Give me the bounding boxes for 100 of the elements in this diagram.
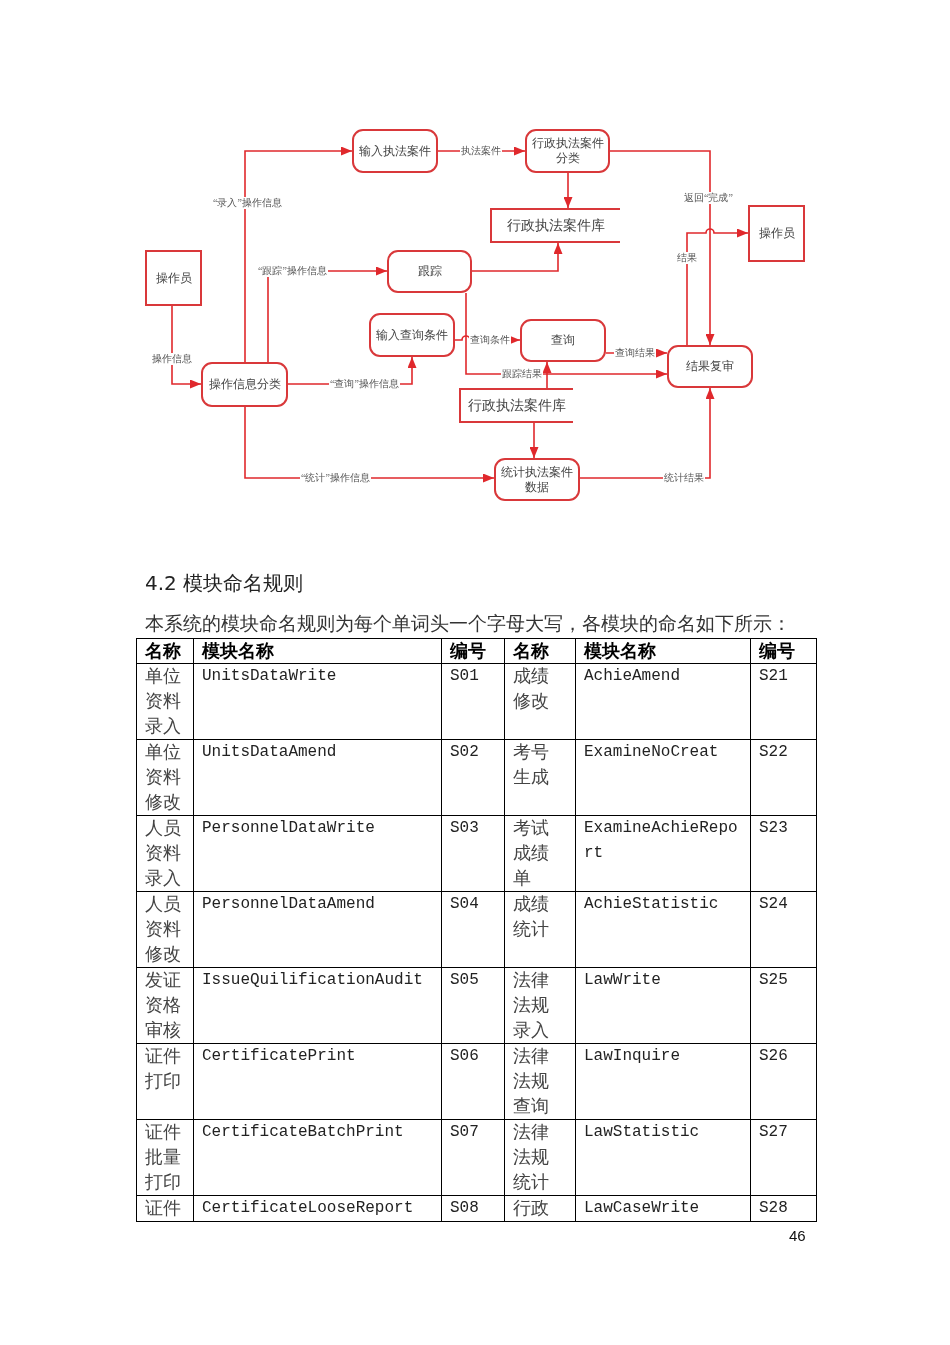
- edge-label: “录入”操作信息: [212, 197, 283, 209]
- table-cell: CertificateBatchPrint: [193, 1119, 442, 1196]
- edge-label: “跟踪”操作信息: [257, 265, 328, 277]
- table-cell: CertificateLooseReport: [193, 1195, 442, 1222]
- header-cell: 名称: [136, 638, 194, 664]
- node-label: 跟踪: [417, 264, 442, 279]
- table-cell: S06: [441, 1043, 505, 1120]
- table-cell: AchieStatistic: [575, 891, 751, 968]
- table-cell: S22: [750, 739, 817, 816]
- table-cell: S21: [750, 663, 817, 740]
- edge-label: 查询条件: [469, 334, 511, 346]
- table-cell: LawWrite: [575, 967, 751, 1044]
- arrow: [244, 146, 353, 363]
- table-cell: 法律法规查询: [504, 1043, 576, 1120]
- table-cell: LawStatistic: [575, 1119, 751, 1196]
- table-cell: PersonnelDataAmend: [193, 891, 442, 968]
- body-text: 本系统的模块命名规则为每个单词头一个字母大写，各模块的命名如下所示：: [145, 613, 791, 636]
- table-cell: S26: [750, 1043, 817, 1120]
- header-cell: 模块名称: [193, 638, 442, 664]
- arrow: [529, 422, 539, 459]
- table-cell: 成绩修改: [504, 663, 576, 740]
- process-box: [369, 313, 455, 357]
- arrow: [609, 150, 715, 346]
- table-cell: UnitsDataWrite: [193, 663, 442, 740]
- table-cell: IssueQuilificationAudit: [193, 967, 442, 1044]
- section-heading: 4.2 模块命名规则: [145, 570, 304, 596]
- table-cell: S04: [441, 891, 505, 968]
- table-cell: S07: [441, 1119, 505, 1196]
- node-label: 输入执法案件: [359, 143, 431, 159]
- table-cell: 证件: [136, 1195, 194, 1222]
- table-cell: 证件打印: [136, 1043, 194, 1120]
- table-cell: UnitsDataAmend: [193, 739, 442, 816]
- data-store: [459, 388, 573, 423]
- process-box: [387, 250, 472, 293]
- node-label: 行政执法案件分类: [531, 136, 604, 166]
- table-cell: S25: [750, 967, 817, 1044]
- table-cell: LawCaseWrite: [575, 1195, 751, 1222]
- table-cell: S27: [750, 1119, 817, 1196]
- header-cell: 模块名称: [575, 638, 751, 664]
- edge-label: 查询结果: [614, 347, 656, 359]
- header-cell: 名称: [504, 638, 576, 664]
- table-cell: 人员资料录入: [136, 815, 194, 892]
- table-cell: 单位资料录入: [136, 663, 194, 740]
- edge-label: 结果: [676, 252, 698, 264]
- node-label: 操作信息分类: [208, 377, 281, 392]
- process-box: [494, 458, 580, 501]
- edge-label: 返回“完成”: [683, 192, 734, 204]
- table-cell: S23: [750, 815, 817, 892]
- table-cell: S01: [441, 663, 505, 740]
- table-cell: 成绩统计: [504, 891, 576, 968]
- node-label: 输入查询条件: [376, 327, 448, 343]
- table-cell: 法律法规统计: [504, 1119, 576, 1196]
- table-cell: PersonnelDataWrite: [193, 815, 442, 892]
- header-cell: 编号: [441, 638, 505, 664]
- arrow: [171, 305, 202, 389]
- table-cell: ExamineNoCreat: [575, 739, 751, 816]
- edge-label: 操作信息: [151, 353, 193, 365]
- edge-label: “统计”操作信息: [300, 472, 371, 484]
- header-cell: 编号: [750, 638, 817, 664]
- table-cell: S03: [441, 815, 505, 892]
- edge-label: 跟踪结果: [501, 368, 543, 380]
- node-label: 行政执法案件库: [507, 217, 605, 234]
- process-box: [667, 345, 753, 388]
- arrow: [563, 172, 573, 209]
- process-box: [525, 129, 610, 173]
- node-label: 查询: [551, 333, 575, 348]
- table-cell: ExamineAchieReport: [575, 815, 751, 892]
- edge-label: 统计结果: [663, 472, 705, 484]
- table-cell: 考试成绩单: [504, 815, 576, 892]
- entity-box: [748, 205, 805, 262]
- table-cell: CertificatePrint: [193, 1043, 442, 1120]
- process-box: [520, 319, 606, 362]
- arrow: [542, 361, 552, 389]
- arrow: [471, 242, 563, 272]
- table-cell: S05: [441, 967, 505, 1044]
- table-cell: S02: [441, 739, 505, 816]
- arrow: [686, 228, 749, 346]
- node-label: 统计执法案件数据: [500, 464, 574, 495]
- process-box: [201, 362, 288, 407]
- table-cell: S28: [750, 1195, 817, 1222]
- table-cell: 单位资料修改: [136, 739, 194, 816]
- node-label: 结果复审: [686, 359, 734, 374]
- table-cell: 法律法规录入: [504, 967, 576, 1044]
- table-cell: S24: [750, 891, 817, 968]
- entity-box: [145, 250, 202, 306]
- table-cell: 考号生成: [504, 739, 576, 816]
- table-cell: 发证资格审核: [136, 967, 194, 1044]
- page-number: 46: [789, 1227, 806, 1245]
- node-label: 行政执法案件库: [468, 397, 566, 414]
- table-cell: 人员资料修改: [136, 891, 194, 968]
- edge-label: “查询”操作信息: [329, 378, 400, 390]
- table-cell: 行政: [504, 1195, 576, 1222]
- table-cell: 证件批量打印: [136, 1119, 194, 1196]
- table-cell: AchieAmend: [575, 663, 751, 740]
- process-box: [352, 129, 438, 173]
- node-label: 操作员: [155, 270, 192, 286]
- edge-label: 执法案件: [460, 145, 502, 157]
- node-label: 操作员: [758, 226, 795, 241]
- table-cell: S08: [441, 1195, 505, 1222]
- data-store: [490, 208, 620, 243]
